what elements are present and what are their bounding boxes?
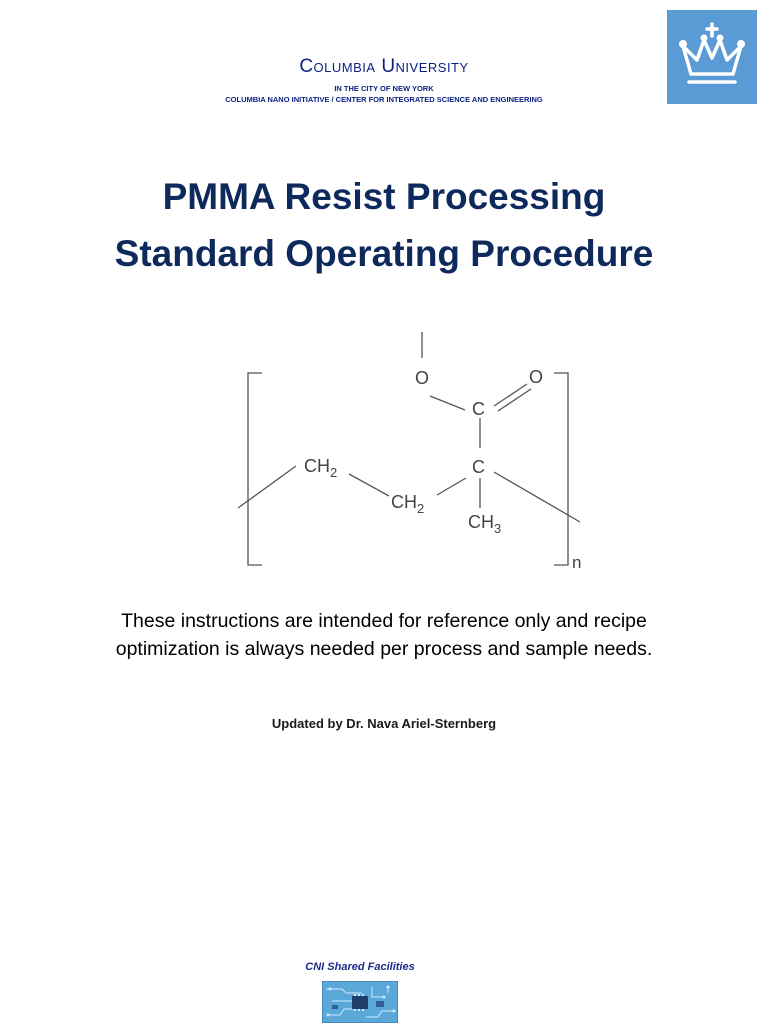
right-bracket	[554, 372, 569, 566]
university-name: Columbia University	[299, 56, 469, 77]
university-subtitle-city: In the City of New York	[334, 84, 434, 93]
group-ch2-left: CH2	[304, 456, 337, 480]
pmma-chemical-structure: O O C C CH2 CH2 CH3 n	[237, 332, 581, 572]
circuit-board-icon	[322, 981, 398, 1023]
title-line-1: PMMA Resist Processing	[162, 176, 606, 217]
repeat-unit-n: n	[572, 553, 581, 572]
university-subtitle-center: Columbia Nano Initiative / Center for In…	[225, 95, 543, 104]
footer-label: CNI Shared Facilities	[305, 961, 415, 973]
note-line-2: optimization is always needed per proces…	[115, 638, 653, 660]
group-ch3: CH3	[468, 512, 501, 536]
updated-by: Updated by Dr. Nava Ariel-Sternberg	[271, 716, 497, 731]
atom-c-carbonyl: C	[472, 399, 485, 419]
left-bracket	[247, 372, 262, 566]
atom-o-carbonyl: O	[529, 367, 543, 387]
atom-c-quaternary: C	[472, 457, 485, 477]
university-header: Columbia University In the City of New Y…	[0, 56, 768, 105]
atom-o-methoxy: O	[415, 368, 429, 388]
columbia-crown-logo	[667, 10, 757, 104]
note-line-1: These instructions are intended for refe…	[121, 610, 647, 632]
document-title: PMMA Resist Processing Standard Operatin…	[0, 168, 768, 282]
group-ch2-mid: CH2	[391, 492, 424, 516]
title-line-2: Standard Operating Procedure	[114, 233, 654, 274]
reference-note: These instructions are intended for refe…	[0, 607, 768, 663]
crown-icon	[679, 22, 745, 84]
